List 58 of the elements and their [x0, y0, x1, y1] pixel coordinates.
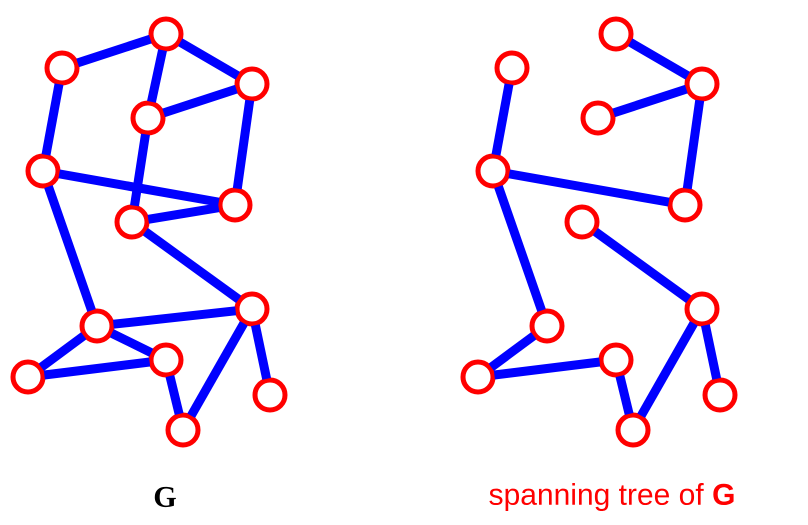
graph-edge [250, 324, 272, 380]
graph-edge [616, 374, 634, 416]
vertex-circle [44, 50, 80, 86]
graph-edge [58, 169, 220, 207]
graph-edge [700, 324, 722, 380]
graph-edge [130, 134, 150, 206]
vertex-circle [580, 100, 616, 136]
vertex-circle [564, 204, 600, 240]
graph-edge [232, 100, 254, 190]
vertex-circle [148, 16, 184, 52]
vertex-circle [684, 66, 720, 102]
vertex-circle [494, 50, 530, 86]
graph-edge [187, 321, 248, 418]
vertex-circle [476, 154, 510, 188]
graph-edge [488, 332, 536, 371]
graph-edge [112, 306, 236, 329]
graph-edge [148, 203, 220, 224]
vertex-circle [10, 360, 46, 394]
graph-edge [612, 84, 688, 118]
vertex-circle [598, 16, 634, 52]
vertex-circle [668, 188, 702, 222]
graph-edge [492, 83, 514, 156]
vertex-circle [130, 100, 166, 136]
graph-edge [142, 228, 242, 303]
vertex-circle [530, 308, 564, 344]
graph-edge [508, 169, 670, 207]
graph-edge [628, 38, 690, 80]
vertex-circle [218, 188, 252, 222]
graph-edge [110, 329, 154, 357]
graph-edge [494, 358, 600, 380]
graph-edge [42, 83, 64, 156]
vertex-circle [252, 378, 288, 412]
graph-edge [147, 49, 167, 103]
graph-edge [38, 332, 86, 371]
graph-edge [178, 38, 240, 80]
vertex-circle [80, 308, 114, 344]
graph-edge [494, 185, 546, 312]
vertex-circle [702, 378, 738, 412]
vertex-circle [114, 204, 150, 240]
vertex-circle [166, 412, 200, 448]
graph-edge [637, 321, 698, 418]
vertex-circle [26, 154, 60, 188]
graph-edge [682, 100, 704, 190]
graph-edge [592, 228, 692, 303]
vertex-circle [148, 342, 184, 378]
vertex-circle [598, 342, 634, 378]
graph-edge [162, 84, 238, 118]
graph-edge [166, 374, 184, 416]
vertex-circle [684, 292, 720, 326]
vertex-circle [234, 292, 270, 326]
graph-edge [44, 185, 96, 312]
graph-label: spanning tree of G [489, 483, 734, 511]
graph-label: G [154, 486, 176, 508]
vertex-circle [616, 412, 650, 448]
graph-edge [76, 34, 152, 68]
vertex-circle [234, 66, 270, 102]
vertex-circle [460, 360, 496, 394]
graph-edge [44, 358, 150, 380]
